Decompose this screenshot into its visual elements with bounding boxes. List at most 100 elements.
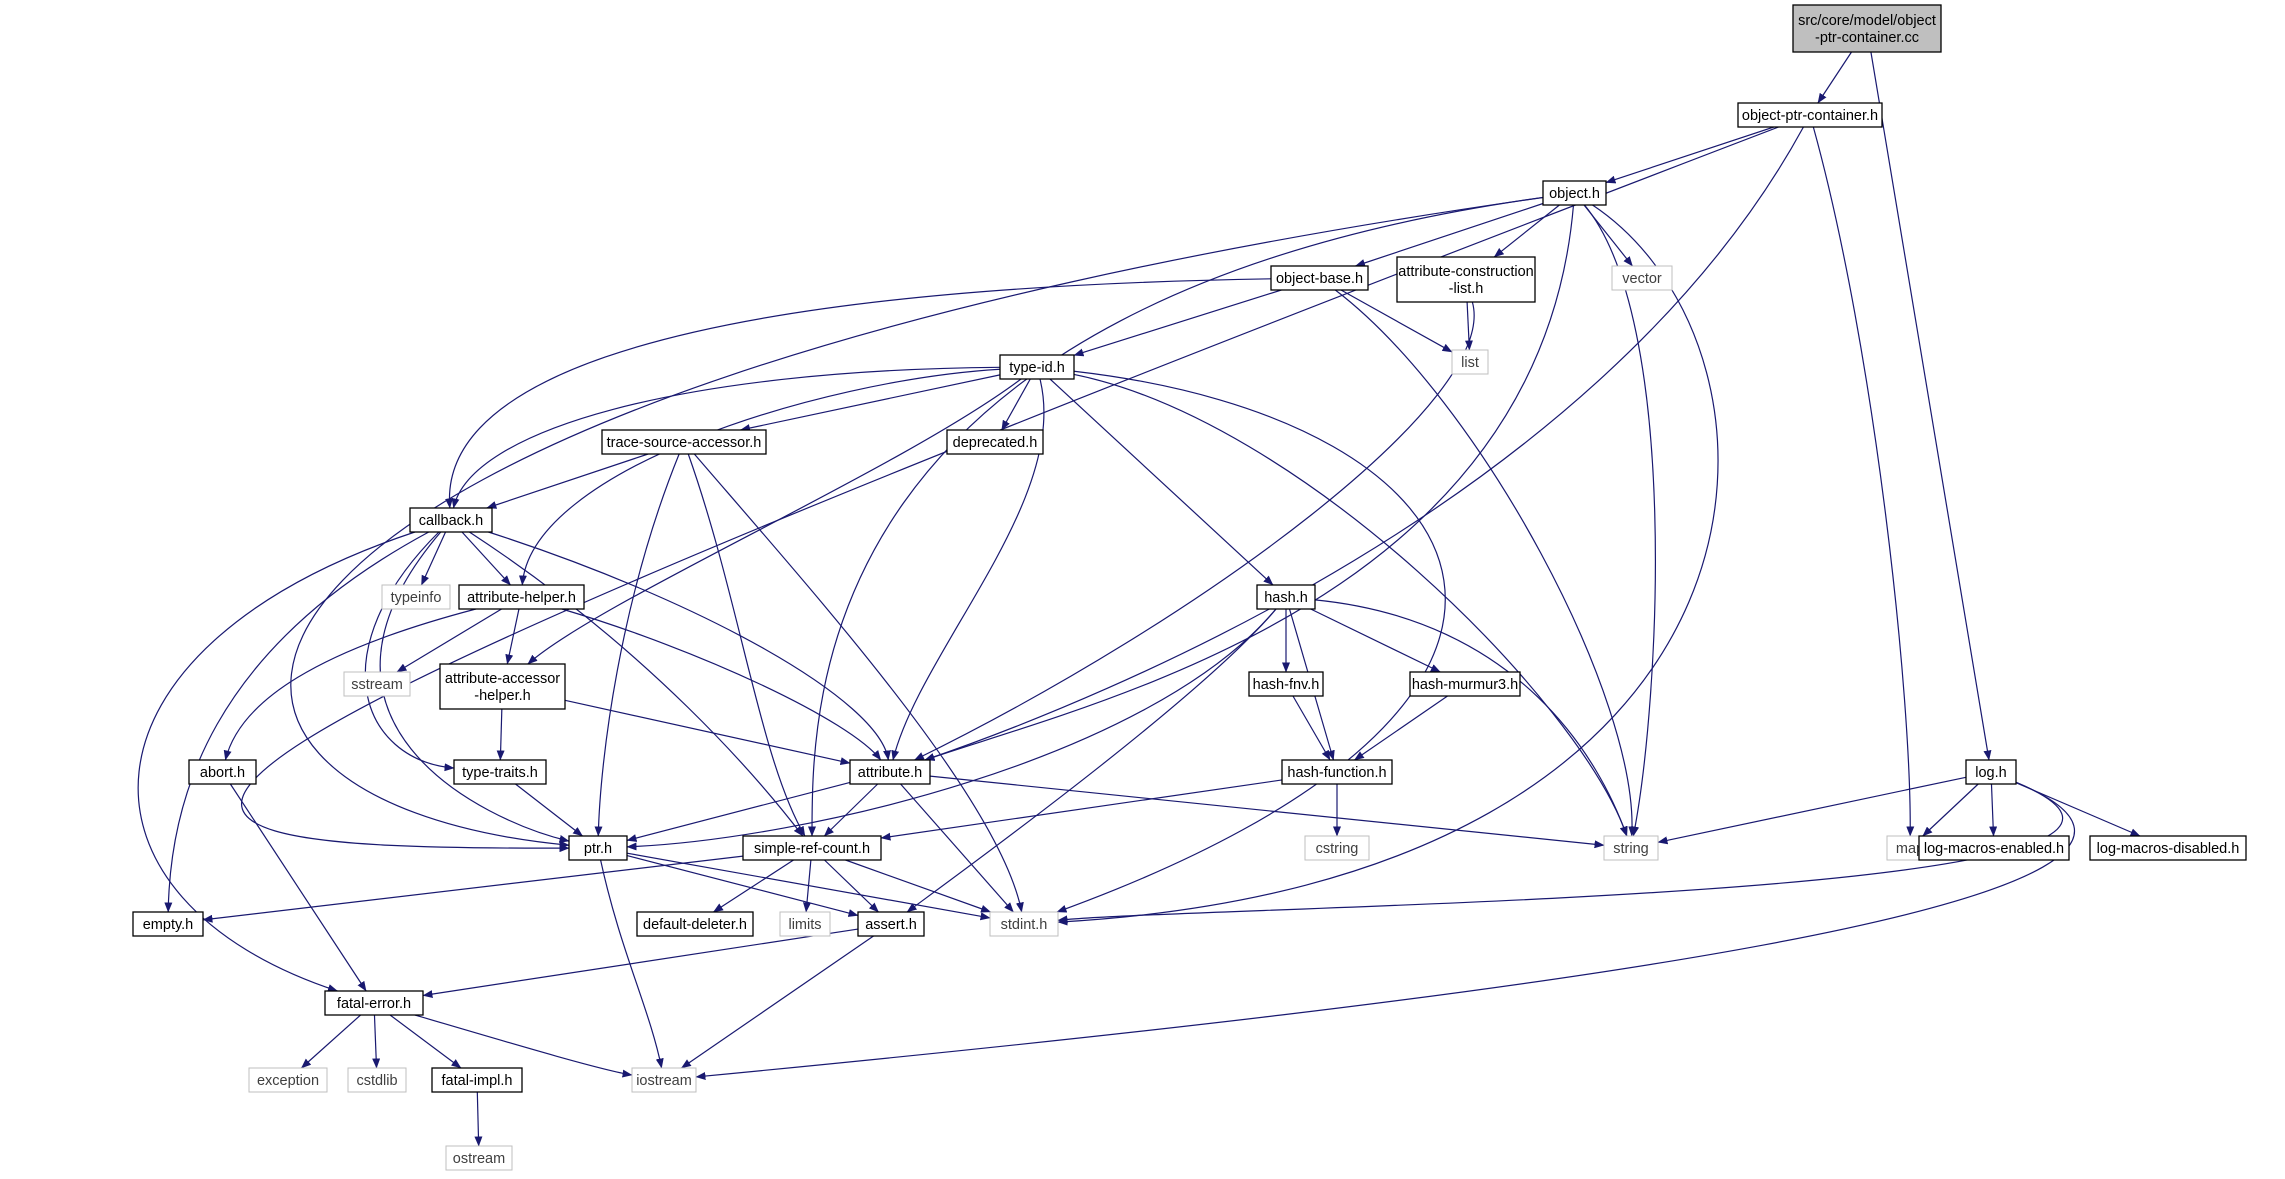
node-typeid[interactable]: type-id.h	[999, 354, 1075, 380]
edge-object-to-objbase	[1355, 202, 1544, 267]
edge-log-to-logen	[1989, 783, 1998, 837]
node-hashfunc[interactable]: hash-function.h	[1281, 759, 1393, 785]
edge-attrhelper-to-attribute	[561, 608, 882, 761]
node-log[interactable]: log.h	[1965, 759, 2017, 785]
node-ostream: ostream	[445, 1145, 513, 1171]
node-optr[interactable]: object-ptr-container.h	[1737, 102, 1883, 128]
node-callback[interactable]: callback.h	[409, 507, 493, 533]
node-box	[458, 584, 585, 610]
node-src[interactable]: simple-ref-count.h	[742, 835, 882, 861]
node-box	[1737, 102, 1883, 128]
node-attrcons[interactable]: attribute-construction-list.h	[1396, 256, 1536, 303]
node-label: object-base.h	[1276, 271, 1363, 287]
node-logdis[interactable]: log-macros-disabled.h	[2089, 835, 2247, 861]
node-deprecated[interactable]: deprecated.h	[946, 429, 1044, 455]
edge-objbase-to-list	[1340, 289, 1453, 353]
node-accessor[interactable]: attribute-accessor-helper.h	[439, 663, 566, 710]
edge-object-to-src	[807, 196, 1544, 837]
node-label: log.h	[1975, 765, 2006, 781]
node-tsa[interactable]: trace-source-accessor.h	[601, 429, 767, 455]
node-label: empty.h	[143, 917, 194, 933]
edge-callback-to-typetraits	[364, 531, 455, 772]
node-typetraits[interactable]: type-traits.h	[453, 759, 547, 785]
node-box	[1965, 759, 2017, 785]
edge-callback-to-attrhelper	[461, 531, 511, 586]
edge-root-to-log	[1870, 51, 1992, 761]
edge-object-to-stdint	[1057, 204, 1719, 926]
node-attrhelper[interactable]: attribute-helper.h	[458, 584, 585, 610]
edge-fatalimpl-to-ostream	[474, 1091, 483, 1147]
node-deleter[interactable]: default-deleter.h	[636, 911, 754, 937]
edge-src-to-limits	[802, 859, 812, 913]
node-logen[interactable]: log-macros-enabled.h	[1918, 835, 2070, 861]
node-box	[132, 911, 204, 937]
edge-object-to-string	[1584, 204, 1656, 837]
edge-attribute-to-ptr	[626, 781, 851, 842]
edge-callback-to-src	[469, 531, 804, 837]
node-box	[1304, 835, 1370, 861]
node-object[interactable]: object.h	[1542, 180, 1607, 206]
edge-tsa-to-ptr	[594, 453, 680, 837]
node-typeinfo: typeinfo	[381, 584, 451, 610]
node-murmur[interactable]: hash-murmur3.h	[1409, 671, 1521, 697]
node-box	[248, 1067, 328, 1093]
node-hashfnv[interactable]: hash-fnv.h	[1248, 671, 1324, 697]
node-fatal[interactable]: fatal-error.h	[324, 990, 424, 1016]
node-label: log-macros-enabled.h	[1924, 841, 2064, 857]
node-label: log-macros-disabled.h	[2097, 841, 2240, 857]
node-box	[453, 759, 547, 785]
node-abort[interactable]: abort.h	[188, 759, 257, 785]
edge-ptr-to-iostream	[600, 859, 664, 1069]
node-fatalimpl[interactable]: fatal-impl.h	[431, 1067, 523, 1093]
node-label: exception	[257, 1073, 319, 1089]
node-label: hash-fnv.h	[1253, 677, 1320, 693]
node-label: cstring	[1316, 841, 1359, 857]
edge-object-to-ptr	[290, 196, 1544, 849]
node-box	[857, 911, 925, 937]
node-box	[381, 584, 451, 610]
edge-typeid-to-deprecated	[1001, 378, 1031, 431]
node-box	[1451, 349, 1489, 375]
edge-tsa-to-src	[687, 453, 806, 837]
node-box	[636, 911, 754, 937]
node-sstream: sstream	[343, 671, 411, 697]
edge-attrhelper-to-abort	[223, 608, 477, 761]
node-label: iostream	[636, 1073, 692, 1089]
node-label: attribute-helper.h	[467, 590, 576, 606]
node-ptr[interactable]: ptr.h	[568, 835, 628, 861]
node-box	[1409, 671, 1521, 697]
node-root: src/core/model/object-ptr-container.cc	[1792, 4, 1942, 53]
edge-callback-to-attribute	[488, 531, 891, 761]
edge-src-to-assert	[824, 859, 879, 913]
edge-optr-to-object	[1605, 126, 1774, 184]
edge-src-to-empty	[202, 855, 744, 923]
node-assert[interactable]: assert.h	[857, 911, 925, 937]
node-box	[1792, 4, 1942, 53]
node-label: hash-murmur3.h	[1412, 677, 1518, 693]
node-label: ostream	[453, 1151, 505, 1167]
node-label: hash.h	[1264, 590, 1308, 606]
node-attribute[interactable]: attribute.h	[849, 759, 931, 785]
node-box	[1603, 835, 1659, 861]
node-box	[1248, 671, 1324, 697]
edge-ptr-to-assert	[626, 854, 859, 917]
edge-accessor-to-attribute	[564, 699, 851, 766]
node-hash[interactable]: hash.h	[1256, 584, 1316, 610]
edge-fatal-to-exception	[301, 1014, 361, 1069]
node-vector: vector	[1611, 265, 1673, 291]
node-box	[779, 911, 831, 937]
edge-typeid-to-stdint	[1056, 370, 1446, 913]
node-limits: limits	[779, 911, 831, 937]
node-box	[989, 911, 1059, 937]
node-objbase[interactable]: object-base.h	[1270, 265, 1369, 291]
node-label: typeinfo	[391, 590, 442, 606]
node-box	[439, 663, 566, 710]
node-box	[999, 354, 1075, 380]
edge-hashfunc-to-src	[880, 779, 1283, 841]
edge-abort-to-fatal	[229, 783, 367, 992]
nodes-layer: src/core/model/object-ptr-container.cc ob…	[132, 4, 2247, 1171]
edge-object-to-attrcons	[1493, 204, 1560, 258]
edge-objbase-to-typeid	[1073, 289, 1282, 357]
node-empty[interactable]: empty.h	[132, 911, 204, 937]
